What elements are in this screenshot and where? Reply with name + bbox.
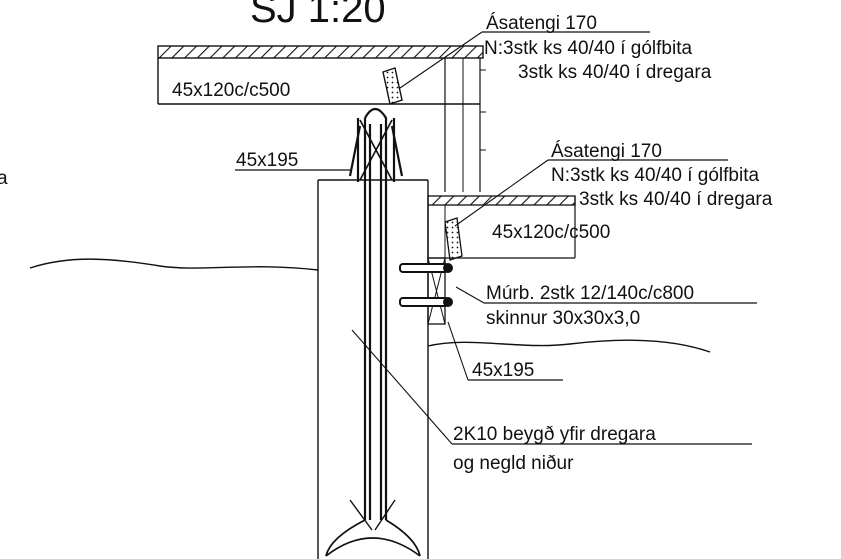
upper-connector-name: Ásatengi 170 bbox=[486, 13, 597, 34]
rebar-line2: og negld niður bbox=[453, 453, 574, 474]
rebar-post bbox=[325, 107, 421, 557]
pile bbox=[317, 179, 429, 559]
ground-line-left bbox=[29, 258, 319, 271]
lower-connector-line1: N:3stk ks 40/40 í gólfbita bbox=[551, 165, 759, 186]
upper-connector-plate bbox=[382, 67, 403, 105]
anchor-bolt-upper bbox=[399, 263, 453, 273]
beam-side-label: 45x195 bbox=[472, 360, 534, 381]
leader-lines bbox=[235, 31, 757, 445]
upper-connector-line2: 3stk ks 40/40 í dregara bbox=[518, 62, 712, 83]
drawing-title: SJ 1:20 bbox=[250, 0, 386, 31]
upper-joist-label: 45x120c/c500 bbox=[172, 80, 290, 101]
post-top-label: 45x195 bbox=[236, 150, 298, 171]
lower-connector-name: Ásatengi 170 bbox=[551, 141, 662, 162]
lower-connector-plate bbox=[444, 217, 463, 261]
lower-connector-line2: 3stk ks 40/40 í dregara bbox=[579, 189, 773, 210]
anchor-line1: Múrb. 2stk 12/140c/c800 bbox=[486, 283, 694, 304]
upper-floor-deck bbox=[157, 45, 484, 59]
anchor-line2: skinnur 30x30x3,0 bbox=[486, 308, 640, 329]
lower-joist-label: 45x120c/c500 bbox=[492, 222, 610, 243]
ground-line-right bbox=[427, 339, 711, 353]
left-marker: a bbox=[0, 168, 8, 189]
rebar-line1: 2K10 beygð yfir dregara bbox=[453, 424, 656, 445]
anchor-bolt-lower bbox=[399, 297, 453, 307]
upper-connector-line1: N:3stk ks 40/40 í gólfbita bbox=[484, 38, 692, 59]
upper-joist bbox=[157, 58, 486, 192]
